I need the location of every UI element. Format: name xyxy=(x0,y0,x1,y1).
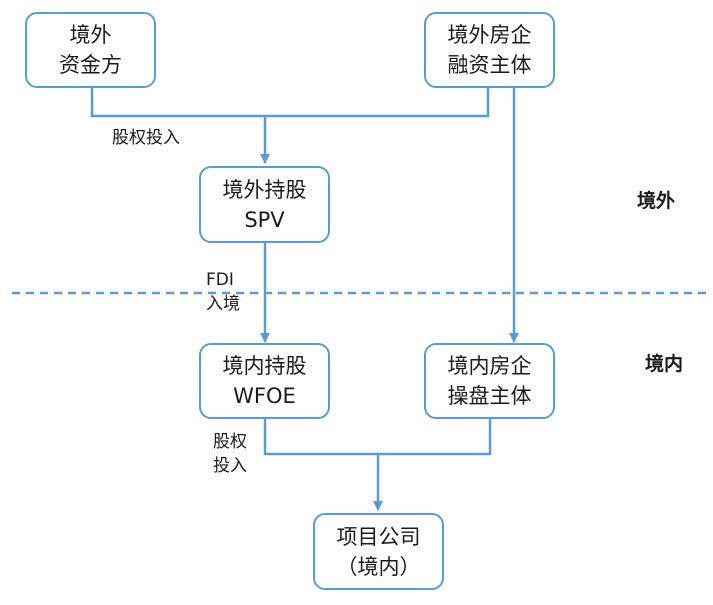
node-offshore-developer-line2: 融资主体 xyxy=(447,53,532,77)
node-onshore-wfoe-line1: 境内持股 xyxy=(222,354,307,378)
label-equity-investment-top: 股权投入 xyxy=(112,126,180,150)
label-fdi-line2: 入境 xyxy=(206,294,240,314)
node-offshore-investor-line2: 资金方 xyxy=(59,53,122,77)
label-fdi-entry: FDI 入境 xyxy=(206,268,240,316)
node-offshore-investor-line1: 境外 xyxy=(69,23,112,47)
node-offshore-spv-line2: SPV xyxy=(244,207,285,232)
connector-wfoe-operator-merge xyxy=(263,419,492,456)
node-project-company-line1: 项目公司 xyxy=(336,524,421,549)
node-onshore-operator-line2: 操盘主体 xyxy=(447,384,532,408)
region-label-offshore: 境外 xyxy=(637,190,676,212)
node-onshore-wfoe-line2: WFOE xyxy=(233,384,296,408)
node-offshore-spv: 境外持股 SPV xyxy=(199,166,330,243)
node-offshore-developer-line1: 境外房企 xyxy=(447,23,532,47)
node-onshore-operator-line1: 境内房企 xyxy=(447,354,532,378)
node-project-company: 项目公司 （境内） xyxy=(313,513,444,590)
label-equity-investment-bottom: 股权 投入 xyxy=(213,430,247,478)
label-equity-bottom-line2: 投入 xyxy=(213,456,247,476)
label-fdi-line1: FDI xyxy=(206,270,234,290)
node-project-company-line2: （境内） xyxy=(336,554,421,579)
node-onshore-wfoe: 境内持股 WFOE xyxy=(199,343,330,419)
node-onshore-operator: 境内房企 操盘主体 xyxy=(424,343,555,419)
connector-investor-to-spv xyxy=(90,88,490,118)
label-equity-investment-top-text: 股权投入 xyxy=(112,128,180,148)
label-equity-bottom-line1: 股权 xyxy=(213,432,247,452)
node-offshore-investor: 境外 资金方 xyxy=(25,12,156,88)
node-offshore-spv-line1: 境外持股 xyxy=(222,177,307,202)
node-offshore-developer: 境外房企 融资主体 xyxy=(424,12,555,88)
region-label-onshore: 境内 xyxy=(645,353,684,375)
